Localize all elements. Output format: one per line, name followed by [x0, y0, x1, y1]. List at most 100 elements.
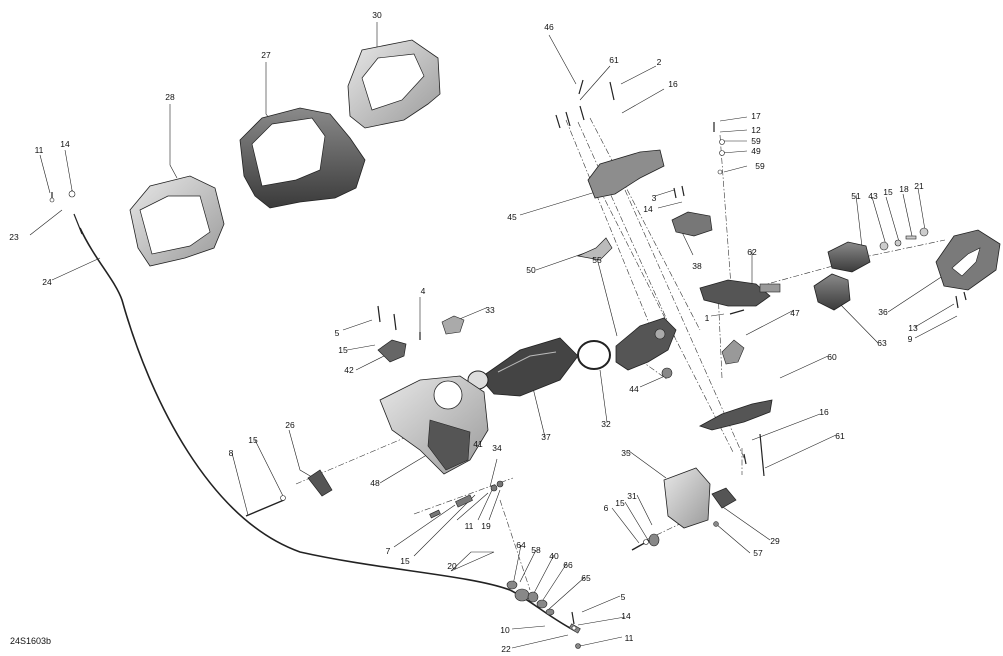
callout-c12: 12 — [751, 124, 761, 135]
callout-c11c: 11 — [624, 632, 634, 643]
callout-c32: 32 — [601, 418, 611, 429]
callout-c34: 34 — [492, 442, 502, 453]
callout-c38: 38 — [692, 260, 702, 271]
callout-c33: 33 — [485, 304, 495, 315]
callout-c14b: 14 — [643, 203, 653, 214]
cover-27 — [239, 107, 366, 209]
callout-c27: 27 — [261, 49, 271, 60]
callout-c48: 48 — [370, 477, 380, 488]
throttle-cable — [79, 227, 571, 629]
housing-55 — [615, 317, 677, 371]
callout-c3: 3 — [651, 192, 657, 203]
callout-c62: 62 — [747, 246, 757, 257]
washers — [49, 139, 725, 631]
callout-c21: 21 — [914, 180, 924, 191]
callout-c66: 66 — [563, 559, 573, 570]
lower-housing-48 — [379, 375, 489, 475]
nut-57 — [713, 521, 719, 527]
bracket-33 — [441, 315, 465, 335]
callout-c45: 45 — [507, 211, 517, 222]
callout-c16b: 16 — [819, 406, 829, 417]
callout-c11b: 11 — [464, 520, 474, 531]
callout-c57: 57 — [753, 547, 763, 558]
callout-c9: 9 — [907, 333, 913, 344]
callout-c15d: 15 — [400, 555, 410, 566]
callout-c26: 26 — [285, 419, 295, 430]
callout-c15c: 15 — [248, 434, 258, 445]
bracket-38 — [671, 211, 713, 237]
callout-c51: 51 — [851, 190, 861, 201]
callout-c15a: 15 — [883, 186, 893, 197]
callout-c1: 1 — [704, 312, 710, 323]
bottom-fittings — [506, 580, 581, 649]
callout-c16a: 16 — [668, 78, 678, 89]
callout-c59a: 59 — [751, 135, 761, 146]
cover-30 — [347, 39, 441, 129]
grip-63 — [813, 273, 851, 311]
washers-right — [879, 227, 929, 251]
callout-c65: 65 — [581, 572, 591, 583]
spring-50 — [576, 237, 613, 261]
callout-c15e: 15 — [615, 497, 625, 508]
callout-c13: 13 — [908, 322, 918, 333]
clip-42 — [377, 339, 407, 363]
callout-c58: 58 — [531, 544, 541, 555]
callout-c15b: 15 — [338, 344, 348, 355]
callout-c49: 49 — [751, 145, 761, 156]
callout-c64: 64 — [516, 539, 526, 550]
boot-26 — [307, 469, 333, 497]
callout-c37: 37 — [541, 431, 551, 442]
callout-c46: 46 — [544, 21, 554, 32]
callout-c55: 55 — [592, 254, 602, 265]
callout-c19: 19 — [481, 520, 491, 531]
callout-c28: 28 — [165, 91, 175, 102]
callout-c30: 30 — [372, 9, 382, 20]
callout-c14a: 14 — [60, 138, 70, 149]
callout-c40: 40 — [549, 550, 559, 561]
callout-c18: 18 — [899, 183, 909, 194]
callout-c14c: 14 — [621, 610, 631, 621]
callout-c36: 36 — [878, 306, 888, 317]
cover-29 — [711, 487, 737, 509]
callout-c47: 47 — [790, 307, 800, 318]
ring-32 — [577, 340, 611, 370]
callout-c44: 44 — [629, 383, 639, 394]
grip-51 — [827, 241, 871, 273]
knob-44 — [661, 367, 673, 379]
callout-c29: 29 — [770, 535, 780, 546]
callout-c61b: 61 — [835, 430, 845, 441]
bolts — [51, 79, 967, 625]
bushing-31 — [648, 533, 660, 547]
leader-lines — [29, 22, 962, 649]
callout-c17: 17 — [751, 110, 761, 121]
housing-45 — [587, 149, 665, 199]
callout-c5a: 5 — [334, 327, 340, 338]
callout-c2: 2 — [656, 56, 662, 67]
callout-c59b: 59 — [755, 160, 765, 171]
clamp-60 — [699, 399, 773, 431]
bracket-47 — [721, 339, 745, 365]
callout-c20: 20 — [447, 560, 457, 571]
drawing-code: 24S1603b — [10, 636, 52, 646]
cable-fittings — [429, 480, 504, 519]
cover-35 — [663, 467, 711, 529]
bolt-8 — [245, 499, 285, 517]
throttle-block-62 — [699, 279, 781, 307]
callout-c11a: 11 — [34, 144, 44, 155]
callout-c23: 23 — [9, 231, 19, 242]
hand-guard-36 — [935, 229, 1001, 291]
cover-28 — [129, 175, 225, 267]
callout-c22: 22 — [501, 643, 511, 654]
callout-c10: 10 — [500, 624, 510, 635]
callout-c8: 8 — [228, 447, 234, 458]
callout-c35: 35 — [621, 447, 631, 458]
callout-c61a: 61 — [609, 54, 619, 65]
callout-c43: 43 — [868, 190, 878, 201]
callout-c31: 31 — [627, 490, 637, 501]
callout-c7: 7 — [385, 545, 391, 556]
callout-c24: 24 — [42, 276, 52, 287]
callout-c5b: 5 — [620, 591, 626, 602]
callout-c63: 63 — [877, 337, 887, 348]
